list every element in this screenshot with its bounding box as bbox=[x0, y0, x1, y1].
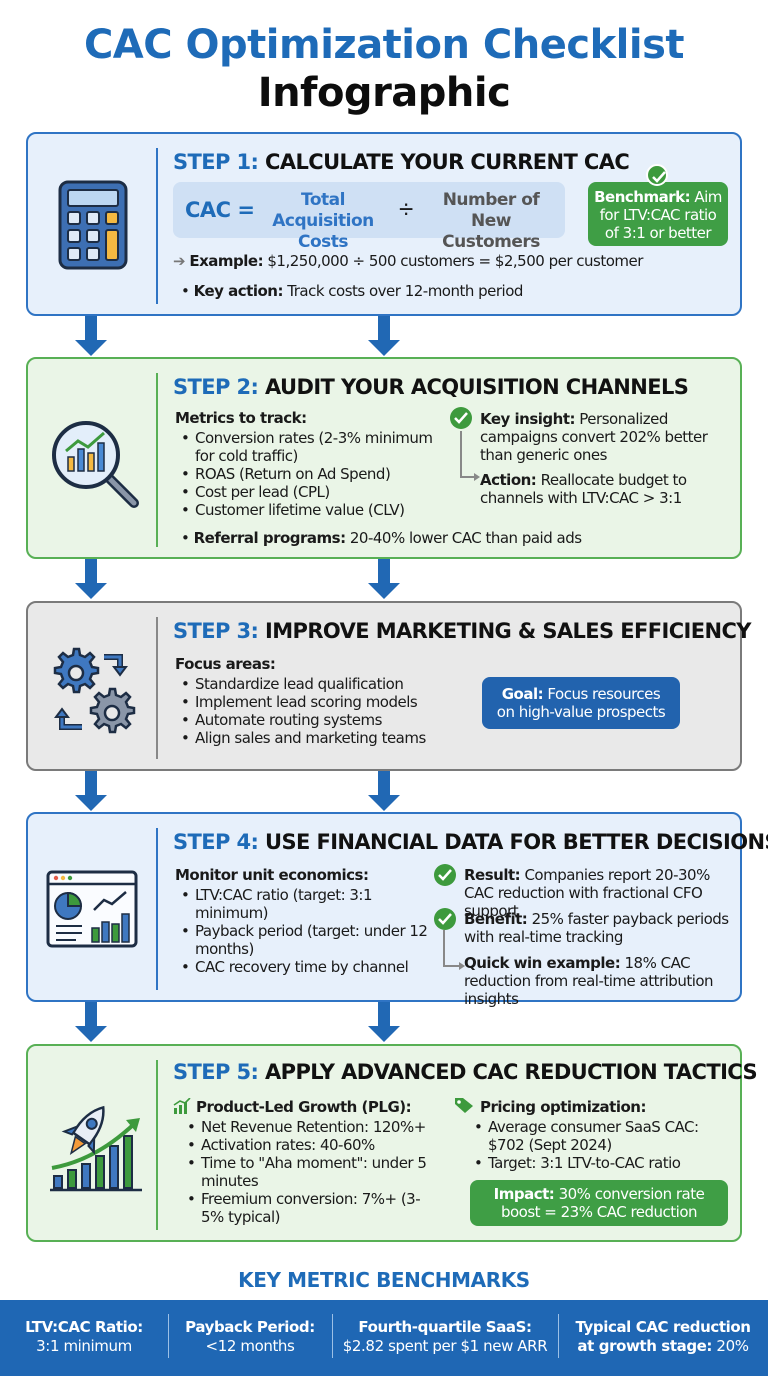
step4-heading: STEP 4: USE FINANCIAL DATA FOR BETTER DE… bbox=[173, 830, 768, 854]
cac-formula: CAC = Total Acquisition Costs ÷ Number o… bbox=[173, 182, 565, 252]
step3-card: STEP 3: IMPROVE MARKETING & SALES EFFICI… bbox=[26, 601, 751, 771]
plg-label: Product-Led Growth (PLG): bbox=[196, 1098, 412, 1116]
benchmark-payback: Payback Period: <12 months bbox=[185, 1318, 315, 1355]
connector-arrow-icon bbox=[443, 930, 465, 970]
benchmarks-bar: LTV:CAC Ratio: 3:1 minimum Payback Perio… bbox=[0, 1300, 768, 1376]
check-icon bbox=[450, 407, 472, 429]
benchmark-callout: Benchmark: Aim for LTV:CAC ratio of 3:1 … bbox=[588, 182, 728, 246]
step3-heading: STEP 3: IMPROVE MARKETING & SALES EFFICI… bbox=[173, 619, 751, 643]
rocket-growth-icon bbox=[46, 1096, 146, 1201]
pricing-label: Pricing optimization: bbox=[480, 1098, 646, 1116]
divide-sign: ÷ bbox=[399, 194, 414, 224]
list-item: Standardize lead qualification bbox=[175, 675, 455, 693]
connector-arrow-icon bbox=[460, 431, 480, 481]
list-item: Customer lifetime value (CLV) bbox=[175, 501, 435, 519]
step5-heading: STEP 5: APPLY ADVANCED CAC REDUCTION TAC… bbox=[173, 1060, 758, 1084]
list-item: ROAS (Return on Ad Spend) bbox=[175, 465, 435, 483]
pricing-list: Average consumer SaaS CAC: $702 (Sept 20… bbox=[468, 1118, 738, 1172]
list-item: Automate routing systems bbox=[175, 711, 455, 729]
down-arrow-icon bbox=[368, 559, 400, 599]
list-item: CAC recovery time by channel bbox=[175, 958, 445, 976]
check-icon bbox=[434, 864, 456, 886]
plg-list: Net Revenue Retention: 120%+ Activation … bbox=[181, 1118, 431, 1226]
formula-numerator: Total Acquisition Costs bbox=[272, 190, 374, 252]
list-item: Cost per lead (CPL) bbox=[175, 483, 435, 501]
key-action-line: • Key action: Track costs over 12-month … bbox=[181, 282, 523, 300]
list-item: LTV:CAC ratio (target: 3:1 minimum) bbox=[175, 886, 445, 922]
list-item: Activation rates: 40-60% bbox=[181, 1136, 431, 1154]
down-arrow-icon bbox=[75, 559, 107, 599]
list-item: Conversion rates (2-3% minimum for cold … bbox=[175, 429, 435, 465]
referral-line: • Referral programs: 20-40% lower CAC th… bbox=[181, 529, 582, 547]
goal-callout: Goal: Focus resources on high-value pros… bbox=[482, 677, 680, 729]
list-item: Net Revenue Retention: 120%+ bbox=[181, 1118, 431, 1136]
step2-heading: STEP 2: AUDIT YOUR ACQUISITION CHANNELS bbox=[173, 375, 689, 399]
list-item: Time to "Aha moment": under 5 minutes bbox=[181, 1154, 431, 1190]
formula-lhs: CAC = bbox=[185, 198, 255, 222]
calculator-icon bbox=[58, 180, 128, 275]
key-insight: Key insight: Personalized campaigns conv… bbox=[480, 410, 708, 464]
step4-card: STEP 4: USE FINANCIAL DATA FOR BETTER DE… bbox=[26, 812, 768, 1008]
list-item: Target: 3:1 LTV-to-CAC ratio bbox=[468, 1154, 738, 1172]
list-item: Align sales and marketing teams bbox=[175, 729, 455, 747]
monitor-label: Monitor unit economics: bbox=[175, 866, 369, 884]
page-subtitle: Infographic bbox=[257, 70, 511, 116]
check-icon bbox=[646, 164, 668, 186]
step5-card: STEP 5: APPLY ADVANCED CAC REDUCTION TAC… bbox=[26, 1044, 758, 1242]
down-arrow-icon bbox=[368, 316, 400, 356]
growth-chart-icon bbox=[173, 1098, 191, 1114]
step1-heading: STEP 1: CALCULATE YOUR CURRENT CAC bbox=[173, 150, 630, 174]
magnifier-chart-icon bbox=[48, 417, 144, 518]
action-text: Action: Reallocate budget to channels wi… bbox=[480, 471, 687, 507]
metrics-list: Conversion rates (2-3% minimum for cold … bbox=[175, 429, 435, 519]
price-tag-icon bbox=[455, 1098, 473, 1113]
benchmarks-title: KEY METRIC BENCHMARKS bbox=[238, 1268, 530, 1292]
quick-win-text: Quick win example: 18% CAC reduction fro… bbox=[464, 954, 714, 1008]
benefit-text: Benefit: 25% faster payback periods with… bbox=[464, 910, 729, 946]
example-line: ➔ Example: $1,250,000 ÷ 500 customers = … bbox=[173, 252, 643, 270]
down-arrow-icon bbox=[368, 1002, 400, 1042]
benchmark-cac-reduction: Typical CAC reduction at growth stage: 2… bbox=[575, 1318, 751, 1355]
down-arrow-icon bbox=[75, 771, 107, 811]
result-text: Result: Companies report 20-30% CAC redu… bbox=[464, 866, 710, 920]
list-item: Freemium conversion: 7%+ (3-5% typical) bbox=[181, 1190, 431, 1226]
focus-label: Focus areas: bbox=[175, 655, 276, 673]
metrics-label: Metrics to track: bbox=[175, 409, 307, 427]
list-item: Implement lead scoring models bbox=[175, 693, 455, 711]
arrow-right-icon: ➔ bbox=[173, 252, 186, 270]
step2-card: STEP 2: AUDIT YOUR ACQUISITION CHANNELS … bbox=[26, 357, 742, 559]
benchmark-saas: Fourth-quartile SaaS: $2.82 spent per $1… bbox=[342, 1318, 548, 1355]
check-icon bbox=[434, 908, 456, 930]
down-arrow-icon bbox=[368, 771, 400, 811]
dashboard-icon bbox=[46, 870, 138, 953]
impact-callout: Impact: 30% conversion rate boost = 23% … bbox=[470, 1180, 728, 1226]
benchmark-ltv-cac: LTV:CAC Ratio: 3:1 minimum bbox=[25, 1318, 143, 1355]
list-item: Average consumer SaaS CAC: $702 (Sept 20… bbox=[468, 1118, 738, 1154]
formula-denominator: Number of New Customers bbox=[442, 190, 540, 252]
list-item: Payback period (target: under 12 months) bbox=[175, 922, 445, 958]
monitor-list: LTV:CAC ratio (target: 3:1 minimum) Payb… bbox=[175, 886, 445, 976]
focus-list: Standardize lead qualification Implement… bbox=[175, 675, 455, 747]
step1-card: STEP 1: CALCULATE YOUR CURRENT CAC CAC =… bbox=[26, 132, 742, 316]
down-arrow-icon bbox=[75, 316, 107, 356]
gears-cycle-icon bbox=[46, 643, 142, 744]
down-arrow-icon bbox=[75, 1002, 107, 1042]
page-title: CAC Optimization Checklist bbox=[83, 22, 685, 68]
